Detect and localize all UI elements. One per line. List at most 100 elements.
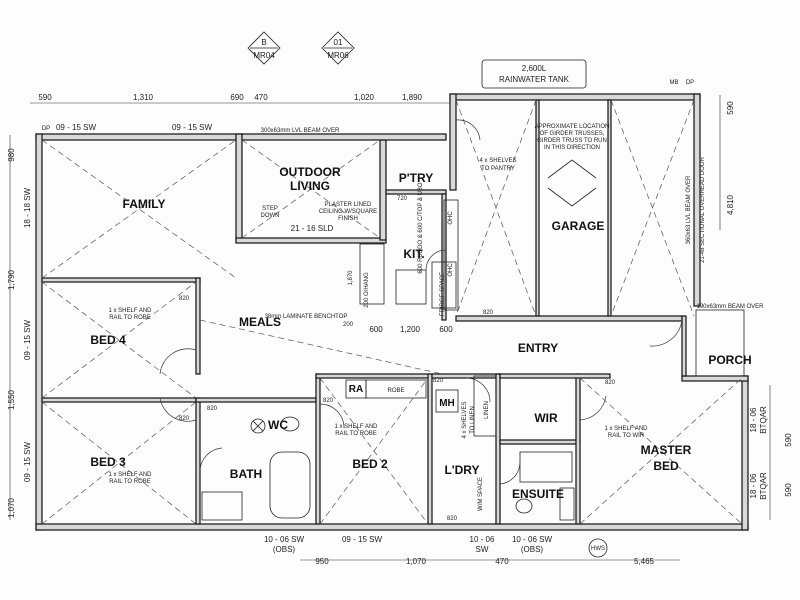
door-820-4: 820 <box>323 398 334 404</box>
note-porch-beam: 190x63mm BEAM OVER <box>696 304 764 310</box>
dimension-lines <box>9 95 771 561</box>
window-bottom-1-obs: (OBS) <box>273 545 296 554</box>
window-sliding: 21 - 16 SLD <box>291 224 334 233</box>
room-meals: MEALS <box>239 315 281 329</box>
minor-dimensions: 200 600 1,200 600 1,870 950 1,070 470 5,… <box>179 196 655 566</box>
label-mh: MH <box>439 398 455 409</box>
note-dp: DP <box>686 80 694 86</box>
dim-b-470: 470 <box>495 557 509 566</box>
window-bottom-3b: SW <box>476 545 489 554</box>
note-wir-2: RAIL TO WIR <box>608 433 645 439</box>
dim-right-590c: 590 <box>784 483 793 497</box>
dim-top-1890: 1,890 <box>402 93 423 102</box>
wc-marker <box>250 418 266 434</box>
door-820-7: 820 <box>447 516 458 522</box>
pantry-shelving <box>443 199 459 311</box>
dim-k-1870: 1,870 <box>348 270 354 286</box>
toilet <box>280 416 300 432</box>
dim-b-5465: 5,465 <box>634 557 655 566</box>
dim-top-1310: 1,310 <box>133 93 154 102</box>
room-bed3: BED 3 <box>90 455 126 469</box>
window-bottom-4-obs: (OBS) <box>521 545 544 554</box>
note-robe-bed3-1: 1 x SHELF AND <box>108 472 152 478</box>
tank-size: 2,600L <box>522 64 547 73</box>
room-master: MASTER <box>641 443 692 457</box>
door-820-6: 820 <box>605 380 616 386</box>
window-bottom-3: 10 - 06 <box>470 535 495 544</box>
dim-top-590: 590 <box>38 93 52 102</box>
note-girder-4: IN THIS DIRECTION <box>544 145 600 151</box>
note-rangehood: 200 O/HANG <box>364 272 370 308</box>
fixtures <box>201 199 608 558</box>
room-bed4: BED 4 <box>90 333 126 347</box>
note-linen: LINEN <box>484 401 490 419</box>
window-bottom-4: 10 - 06 SW <box>512 535 552 544</box>
window-labels: 09 - 15 SW 09 - 15 SW 18 - 18 SW 09 - 15… <box>23 123 768 554</box>
ref-01-bottom: MR06 <box>327 51 349 60</box>
ensuite-toilet <box>515 498 533 514</box>
window-right-2b: BTQAR <box>759 472 768 500</box>
door-820-8: 820 <box>483 310 494 316</box>
door-820-2: 820 <box>179 416 190 422</box>
note-beam: 300x63mm LVL BEAM OVER <box>261 128 340 134</box>
dim-top-470: 470 <box>254 93 268 102</box>
note-wir-1: 1 x SHELF AND <box>604 426 648 432</box>
note-robe-bed2-2: RAIL TO ROBE <box>335 431 377 437</box>
note-linen-shelves: 4 x SHELVES <box>462 402 468 439</box>
room-garage: GARAGE <box>552 219 605 233</box>
note-wm: W/M SPACE <box>478 477 484 511</box>
ensuite-shower <box>559 487 575 521</box>
fridge-space <box>431 261 457 309</box>
note-girder-3: GIRDER TRUSS TO RUN <box>537 138 607 144</box>
note-pantry-shelves-1: 4 x SHELVES <box>480 158 517 164</box>
dim-left-1550: 1,550 <box>7 389 16 410</box>
ceiling-lines <box>41 99 743 525</box>
dim-left-980: 980 <box>7 148 16 162</box>
dim-k-200: 200 <box>343 322 354 328</box>
window-right-2: 18 - 06 <box>749 473 758 498</box>
door-820-3: 820 <box>207 406 218 412</box>
section-ref-b: B MR04 <box>247 31 281 65</box>
window-left-1: 18 - 18 SW <box>23 188 32 228</box>
dim-left-1790: 1,790 <box>7 269 16 290</box>
window-top-left-1: 09 - 15 SW <box>56 123 96 132</box>
note-ohc-1: OHC <box>448 211 454 225</box>
label-ra: RA <box>349 384 363 395</box>
door-720: 720 <box>397 196 408 202</box>
room-labels: FAMILY OUTDOOR LIVING P'TRY GARAGE KIT. … <box>90 165 751 501</box>
room-entry: ENTRY <box>518 341 558 355</box>
note-dp-left: DP <box>42 126 50 132</box>
section-ref-01: 01 MR06 <box>321 31 355 65</box>
note-robe-bed2-1: 1 x SHELF AND <box>334 424 378 430</box>
room-kit: KIT. <box>403 247 424 261</box>
dim-k-600: 600 <box>369 325 383 334</box>
ref-b-top: B <box>261 38 266 47</box>
room-porch: PORCH <box>708 353 751 367</box>
room-wir: WIR <box>534 411 558 425</box>
note-pantry-shelves-2: TO PANTRY <box>481 166 515 172</box>
window-right-1b: BTQAR <box>759 406 768 434</box>
room-ptry: P'TRY <box>399 171 433 185</box>
door-swings <box>159 119 683 485</box>
window-right-1: 18 - 06 <box>749 407 758 432</box>
window-left-3: 09 - 15 SW <box>23 442 32 482</box>
manhole <box>435 389 459 413</box>
tank-label: RAINWATER TANK <box>499 75 570 84</box>
ensuite-vanity <box>519 451 573 483</box>
note-fridge: FRIDGE SPACE <box>440 272 446 316</box>
dim-top-1020: 1,020 <box>354 93 375 102</box>
window-top-left-2: 09 - 15 SW <box>172 123 212 132</box>
linen-cupboard <box>473 375 497 437</box>
note-plaster-3: FINISH <box>338 216 358 222</box>
note-oven: 600 RUDDO & 600 C/TOP & UBO <box>418 182 424 273</box>
bed2-robe <box>365 379 427 399</box>
door-820-1: 820 <box>179 296 190 302</box>
vanity <box>201 491 243 521</box>
room-wc: WC <box>268 418 288 432</box>
room-living: LIVING <box>290 179 330 193</box>
room-bath: BATH <box>230 467 262 481</box>
room-outdoor: OUTDOOR <box>279 165 341 179</box>
room-ldry: L'DRY <box>444 463 479 477</box>
